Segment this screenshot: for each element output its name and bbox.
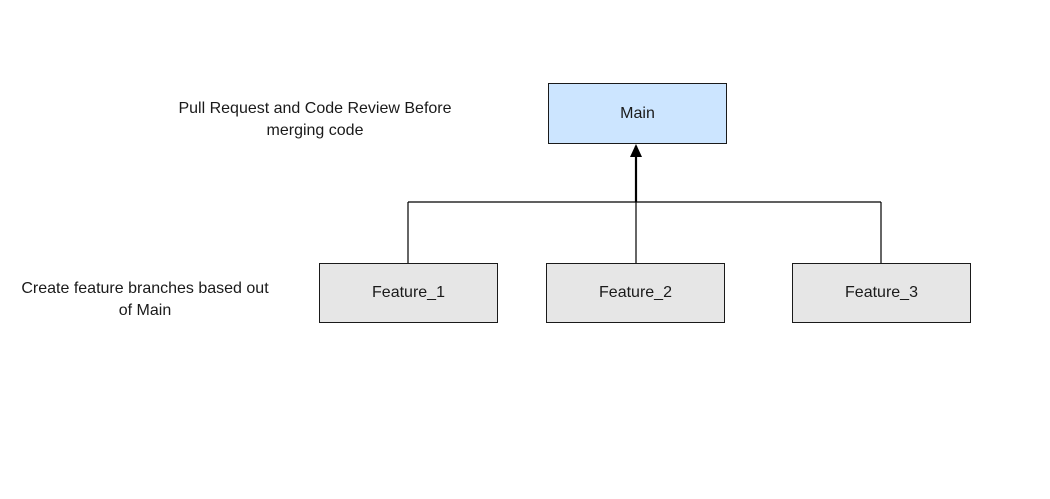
feature-branches-note-line-2: of Main [118,302,172,319]
feature-2-label: Feature_2 [599,284,672,301]
feature-3-label: Feature_3 [845,284,918,301]
pull-request-note: Pull Request and Code Review Before merg… [150,98,480,142]
feature-branches-note-line-1: Create feature branches based out [21,280,269,297]
pull-request-note-line-2: merging code [266,122,364,139]
feature-1-label: Feature_1 [372,284,445,301]
feature-1-node[interactable]: Feature_1 [319,263,498,323]
main-branch-label: Main [620,104,655,122]
pull-request-note-line-1: Pull Request and Code Review Before [178,100,452,117]
feature-3-node[interactable]: Feature_3 [792,263,971,323]
feature-branches-note: Create feature branches based out of Mai… [0,278,290,322]
merge-arrowhead [630,144,642,157]
feature-2-node[interactable]: Feature_2 [546,263,725,323]
main-branch-node[interactable]: Main [548,83,727,144]
